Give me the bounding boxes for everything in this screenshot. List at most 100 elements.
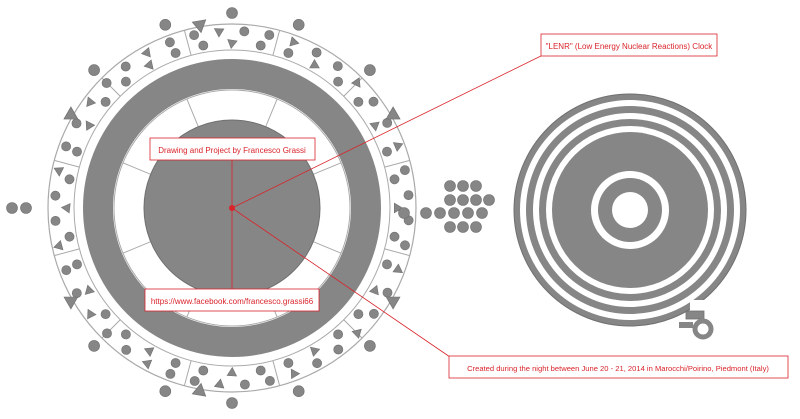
triangle-icon [213, 28, 225, 38]
circle-icon [368, 308, 379, 319]
clock-title-label: "LENR" (Low Energy Nuclear Reactions) Cl… [546, 42, 714, 51]
circle-icon [353, 309, 364, 319]
rim-dot [6, 202, 18, 214]
rim-dot [364, 64, 376, 76]
connector-dots [398, 180, 495, 233]
circle-icon [102, 328, 112, 339]
author-label: Drawing and Project by Francesco Grassi [158, 146, 306, 155]
circle-icon [72, 146, 82, 157]
rim-dot [88, 64, 100, 76]
created-box [448, 355, 789, 379]
circle-icon [170, 48, 181, 58]
rim-triangle [385, 296, 401, 310]
circle-icon [64, 174, 75, 185]
triangle-icon [226, 366, 238, 377]
rim-dot [159, 18, 172, 31]
triangle-icon [393, 202, 404, 214]
core-hole [612, 192, 648, 228]
circle-icon [283, 48, 294, 58]
circle-icon [283, 358, 294, 368]
circle-icon [382, 146, 392, 157]
rim-dot [226, 397, 238, 409]
band-divider [313, 241, 342, 254]
author-box [149, 137, 316, 161]
connector-dot [457, 221, 469, 233]
circle-icon [165, 368, 176, 379]
rim-dot [159, 385, 172, 398]
triangle-icon [289, 36, 300, 47]
connector-dot [398, 207, 410, 219]
circle-icon [198, 365, 209, 376]
annotation-layer [144, 33, 789, 379]
triangle-icon [213, 378, 225, 389]
rim-triangle [191, 19, 207, 34]
connector-dot [434, 207, 446, 219]
rim-dot [20, 202, 32, 214]
connector-dot [444, 221, 456, 233]
triangle-icon [369, 121, 380, 132]
triangle-icon [140, 47, 151, 58]
link-box [144, 288, 320, 312]
connector-dot [444, 194, 456, 206]
circle-icon [255, 40, 266, 51]
circle-icon [382, 259, 392, 270]
band-divider [186, 98, 199, 127]
triangle-icon [143, 347, 155, 357]
bottom-notch-arrow-icon [226, 332, 238, 350]
circle-icon [312, 358, 322, 369]
circle-icon [239, 26, 250, 37]
circle-icon [189, 30, 199, 40]
circle-icon [121, 329, 131, 340]
band-divider [313, 162, 342, 175]
circle-icon [333, 76, 343, 87]
band-divider [265, 98, 278, 127]
band-divider [122, 241, 151, 254]
triangle-icon [351, 328, 362, 339]
triangle-icon [86, 96, 97, 107]
connector-dot [448, 207, 460, 219]
circle-icon [120, 61, 131, 72]
triangle-icon [309, 346, 321, 357]
facebook-link[interactable]: https://www.facebook.com/francesco.grass… [151, 297, 314, 306]
circle-icon [403, 190, 414, 200]
rim-divider [54, 248, 80, 257]
circle-icon [333, 329, 343, 340]
circle-icon [72, 259, 82, 270]
connector-dot [457, 180, 469, 192]
triangle-icon [227, 39, 238, 49]
rim-divider [183, 30, 192, 56]
triangle-icon [143, 59, 154, 70]
triangle-icon [60, 203, 71, 214]
rim-triangles [63, 19, 401, 397]
leader-line-title [231, 53, 546, 209]
circle-icon [170, 358, 181, 368]
rim-divider [384, 248, 410, 257]
circle-icon [389, 231, 400, 242]
connector-dot [457, 194, 469, 206]
circle-icon [399, 165, 410, 175]
connector-dot [470, 194, 482, 206]
leader-line-created [231, 207, 451, 358]
circle-icon [121, 76, 131, 87]
connector-dot [420, 207, 432, 219]
circle-icon [382, 118, 393, 128]
rim-dot [88, 340, 100, 352]
triangle-icon [85, 120, 96, 131]
circle-icon [71, 288, 82, 298]
connector-dot [462, 207, 474, 219]
circle-icon [332, 61, 343, 71]
circle-icon [239, 379, 250, 390]
triangle-icon [141, 359, 153, 370]
rim-triangle [63, 106, 79, 120]
circle-icon [368, 96, 379, 107]
rim-divider [272, 360, 281, 386]
circle-icon [353, 97, 364, 107]
symbol-ring [50, 26, 414, 390]
circle-icon [382, 287, 393, 298]
key-icon [679, 310, 714, 340]
circle-icon [101, 78, 112, 88]
circle-icon [100, 97, 111, 107]
circle-icon [164, 37, 175, 48]
right-clock [513, 93, 747, 340]
